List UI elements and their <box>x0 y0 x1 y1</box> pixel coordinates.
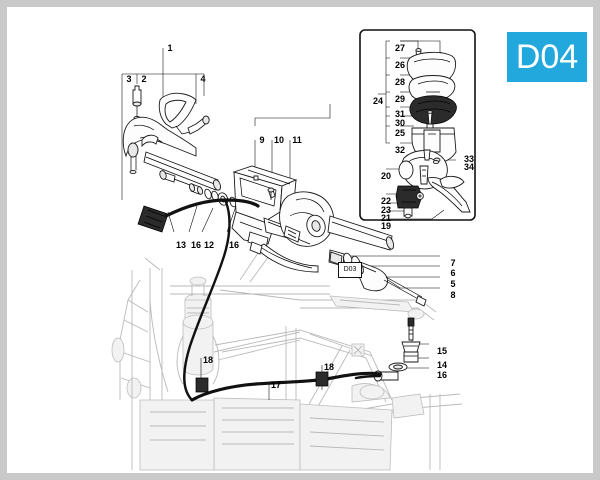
callout-17: 17 <box>270 380 282 390</box>
inset-callout-32: 32 <box>394 145 406 155</box>
inset-callout-29: 29 <box>394 94 406 104</box>
inset-callout-21: 21 <box>380 213 392 223</box>
callout-8: 8 <box>450 290 456 300</box>
inset-exploded-view <box>359 29 476 221</box>
inset-callout-20: 20 <box>380 171 392 181</box>
callout-10: 10 <box>273 135 285 145</box>
inset-callout-22: 22 <box>380 196 392 206</box>
callout-13: 13 <box>175 240 187 250</box>
callout-9: 9 <box>259 135 265 145</box>
callout-1: 1 <box>167 43 173 53</box>
page-badge-d04: D04 <box>507 32 587 82</box>
callout-18a: 18 <box>202 355 214 365</box>
callout-16c: 16 <box>436 370 448 380</box>
callout-15: 15 <box>436 346 448 356</box>
inset-callout-30: 30 <box>394 118 406 128</box>
inset-callout-28: 28 <box>394 77 406 87</box>
diagram-canvas: 1 2 3 4 5 6 7 8 9 10 11 12 13 16 16 15 1… <box>7 7 593 473</box>
inset-callout-23: 23 <box>380 205 392 215</box>
callout-3: 3 <box>126 74 132 84</box>
callout-12: 12 <box>203 240 215 250</box>
callout-11: 11 <box>292 135 302 145</box>
master-cylinder-assembly <box>231 165 395 273</box>
inset-callout-26: 26 <box>394 60 406 70</box>
callout-6: 6 <box>450 268 456 278</box>
parts-diagram-artwork <box>111 29 476 471</box>
callout-16a: 16 <box>190 240 202 250</box>
inset-callout-33: 33 <box>463 154 475 164</box>
inset-callout-34: 34 <box>463 162 475 172</box>
callout-4: 4 <box>200 74 206 84</box>
callout-18b: 18 <box>323 362 335 372</box>
inset-callout-24: 24 <box>372 96 384 106</box>
bleed-valve-group <box>373 317 421 382</box>
callout-7: 7 <box>450 258 456 268</box>
brake-hose-routing <box>137 198 382 402</box>
ghost-chassis-group <box>111 249 463 471</box>
reference-box-d03[interactable]: D03 <box>338 262 362 278</box>
callout-16b: 16 <box>228 240 240 250</box>
inset-callout-25: 25 <box>394 128 406 138</box>
callout-2: 2 <box>141 74 147 84</box>
handlebar-assembly <box>122 85 222 191</box>
inset-callout-19: 19 <box>380 221 392 231</box>
inset-callout-31: 31 <box>394 109 406 119</box>
callout-14: 14 <box>436 360 448 370</box>
inset-callout-27: 27 <box>394 43 406 53</box>
callout-5: 5 <box>450 279 456 289</box>
